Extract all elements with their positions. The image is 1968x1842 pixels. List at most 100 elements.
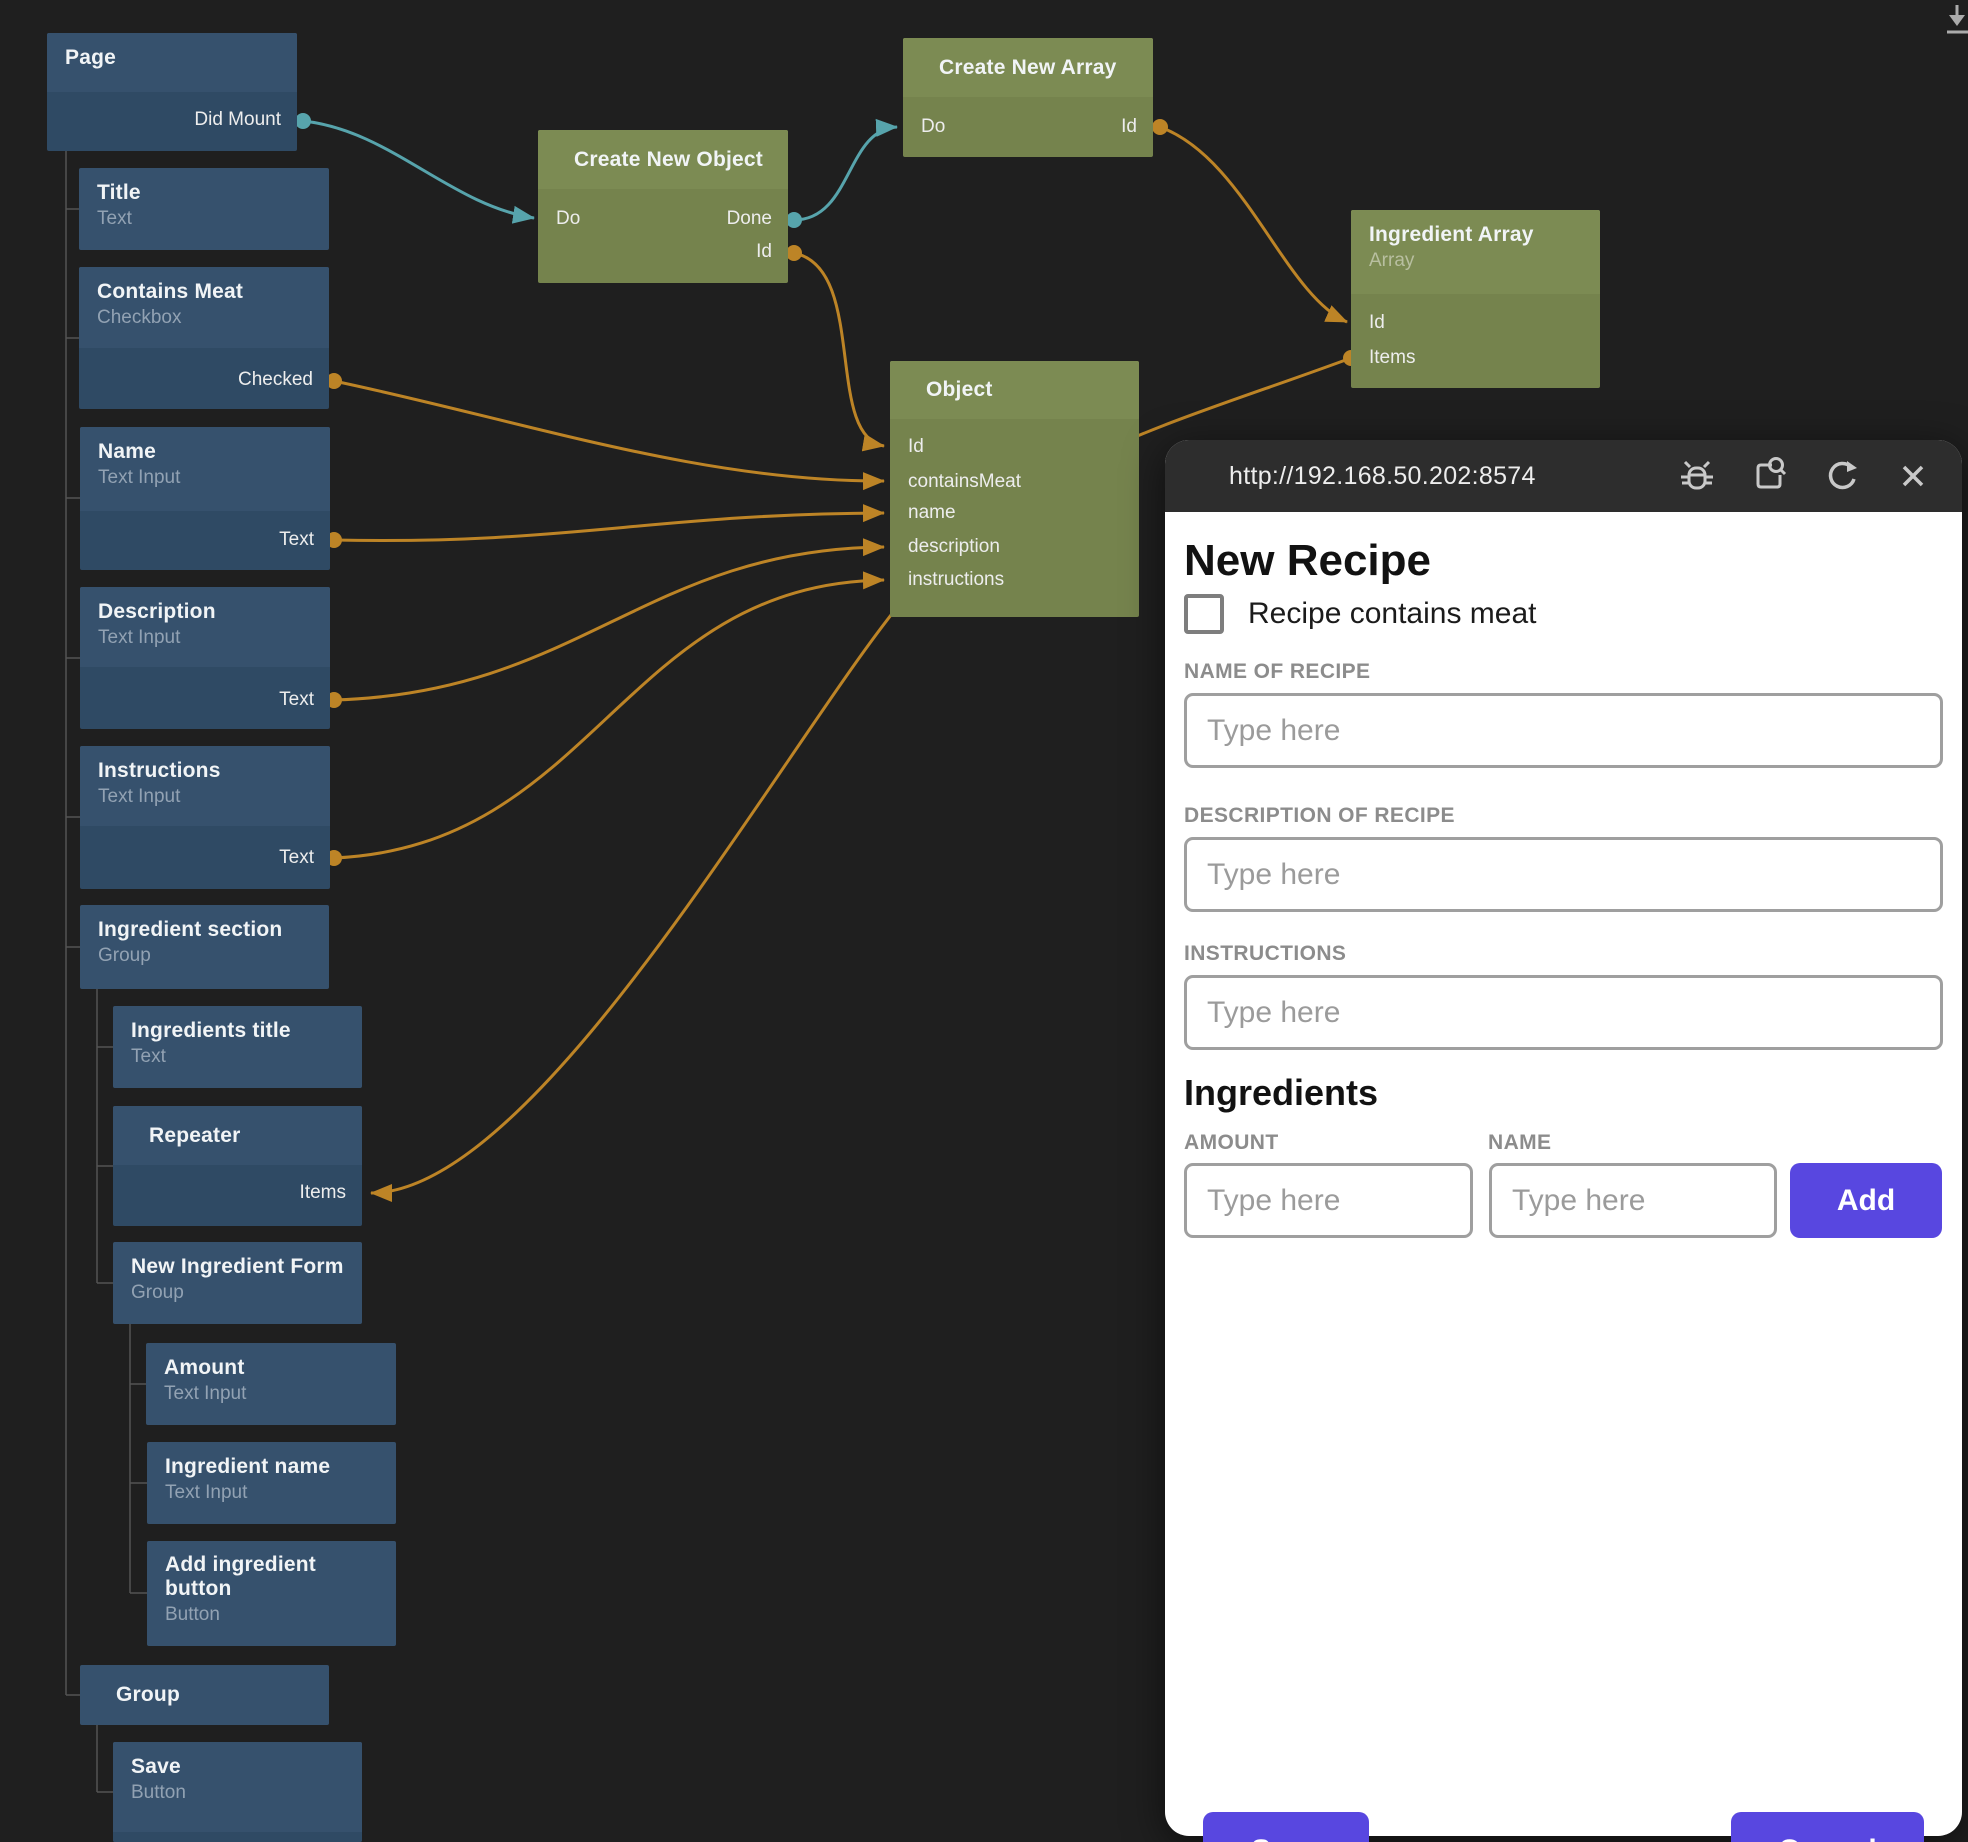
edge-didmount-to-do bbox=[302, 119, 535, 224]
port-items[interactable]: Items bbox=[1369, 347, 1416, 368]
node-contains-meat[interactable]: Contains Meat Checkbox Checked bbox=[79, 267, 329, 409]
browser-header: http://192.168.50.202:8574 bbox=[1165, 440, 1962, 512]
node-title: Ingredients title bbox=[131, 1019, 291, 1042]
ingredient-amount-input[interactable] bbox=[1184, 1163, 1473, 1238]
node-title: Instructions bbox=[98, 759, 221, 782]
node-description-input[interactable]: Description Text Input Text bbox=[80, 587, 330, 729]
edge-nametext-to-name bbox=[333, 504, 885, 543]
node-subtitle: Text Input bbox=[164, 1383, 247, 1404]
port-description[interactable]: description bbox=[908, 536, 1000, 557]
node-title: Name bbox=[98, 440, 156, 463]
node-title: Save bbox=[131, 1755, 181, 1778]
recipe-name-input[interactable] bbox=[1184, 693, 1943, 768]
node-add-ingredient-button[interactable]: Add ingredient button Button bbox=[147, 1541, 396, 1646]
port-name[interactable]: name bbox=[908, 502, 956, 523]
port-items[interactable]: Items bbox=[299, 1182, 346, 1203]
node-title: Ingredient Array bbox=[1369, 223, 1534, 246]
name-of-recipe-label: NAME OF RECIPE bbox=[1184, 660, 1371, 683]
port-id[interactable]: Id bbox=[756, 241, 772, 262]
node-group[interactable]: Group bbox=[80, 1665, 329, 1725]
node-title: Add ingredient button bbox=[165, 1553, 316, 1600]
edge-objectid-to-object bbox=[793, 251, 885, 452]
port-instructions[interactable]: instructions bbox=[908, 569, 1005, 590]
node-ingredient-array[interactable]: Ingredient Array Array Id Items bbox=[1351, 210, 1600, 388]
node-subtitle: Button bbox=[131, 1782, 186, 1803]
recipe-contains-meat-checkbox[interactable] bbox=[1184, 594, 1224, 634]
edge-done-to-do bbox=[793, 118, 898, 222]
node-title: Amount bbox=[164, 1356, 245, 1379]
contains-meat-row: Recipe contains meat bbox=[1184, 594, 1943, 634]
node-title: Ingredient section bbox=[98, 918, 283, 941]
node-create-new-array[interactable]: Create New Array Do Id bbox=[903, 38, 1153, 157]
node-title: Repeater bbox=[149, 1123, 241, 1147]
node-ingredient-name-input[interactable]: Ingredient name Text Input bbox=[147, 1442, 396, 1524]
edge-checked-to-containsmeat bbox=[333, 379, 885, 491]
node-subtitle: Group bbox=[131, 1282, 184, 1303]
node-create-new-object[interactable]: Create New Object Do Done Id bbox=[538, 130, 788, 283]
node-amount-input[interactable]: Amount Text Input bbox=[146, 1343, 396, 1425]
checkbox-label: Recipe contains meat bbox=[1248, 597, 1537, 630]
port-containsmeat[interactable]: containsMeat bbox=[908, 471, 1022, 492]
url-text[interactable]: http://192.168.50.202:8574 bbox=[1229, 461, 1536, 490]
recipe-instructions-input[interactable] bbox=[1184, 975, 1943, 1050]
close-icon[interactable] bbox=[1892, 455, 1934, 497]
port-text[interactable]: Text bbox=[279, 689, 314, 710]
node-name-input[interactable]: Name Text Input Text bbox=[80, 427, 330, 570]
ingredient-name-label: NAME bbox=[1488, 1131, 1552, 1154]
node-subtitle: Array bbox=[1369, 250, 1415, 271]
node-subtitle: Text bbox=[131, 1046, 166, 1067]
port-do[interactable]: Do bbox=[921, 116, 946, 137]
ingredients-heading: Ingredients bbox=[1184, 1072, 1379, 1113]
node-subtitle: Group bbox=[98, 945, 151, 966]
node-subtitle: Checkbox bbox=[97, 307, 182, 328]
node-subtitle: Button bbox=[165, 1604, 220, 1625]
amount-label: AMOUNT bbox=[1184, 1131, 1279, 1154]
port-id[interactable]: Id bbox=[1121, 116, 1137, 137]
node-object[interactable]: Object Id containsMeat name description … bbox=[890, 361, 1139, 617]
port-checked[interactable]: Checked bbox=[238, 369, 313, 390]
node-title: New Ingredient Form bbox=[131, 1255, 344, 1278]
node-title: Description bbox=[98, 600, 216, 623]
cancel-button[interactable]: Cancel bbox=[1731, 1812, 1924, 1842]
download-icon[interactable] bbox=[1947, 5, 1968, 34]
port-text[interactable]: Text bbox=[279, 847, 314, 868]
description-label: DESCRIPTION OF RECIPE bbox=[1184, 804, 1455, 827]
node-subtitle: Text Input bbox=[98, 786, 181, 807]
inspect-icon[interactable] bbox=[1748, 455, 1790, 497]
node-title: Create New Array bbox=[939, 55, 1117, 79]
port-id[interactable]: Id bbox=[1369, 312, 1385, 333]
port-did-mount[interactable]: Did Mount bbox=[194, 109, 281, 130]
port-do[interactable]: Do bbox=[556, 208, 581, 229]
node-ingredients-title[interactable]: Ingredients title Text bbox=[113, 1006, 362, 1088]
save-button[interactable]: Save bbox=[1203, 1812, 1369, 1842]
node-subtitle: Text Input bbox=[165, 1482, 248, 1503]
port-text[interactable]: Text bbox=[279, 529, 314, 550]
preview-page: New Recipe Recipe contains meat NAME OF … bbox=[1184, 512, 1943, 1842]
node-title: Object bbox=[926, 378, 993, 401]
page-title: New Recipe bbox=[1184, 536, 1431, 585]
node-title: Group bbox=[116, 1683, 180, 1706]
edge-instrtext-to-instructions bbox=[333, 571, 885, 860]
node-title: Page bbox=[65, 46, 116, 69]
node-instructions-input[interactable]: Instructions Text Input Text bbox=[80, 746, 330, 889]
node-subtitle: Text Input bbox=[98, 627, 181, 648]
recipe-description-input[interactable] bbox=[1184, 837, 1943, 912]
node-save-button[interactable]: Save Button bbox=[113, 1742, 362, 1842]
add-button[interactable]: Add bbox=[1790, 1163, 1942, 1238]
edge-desctext-to-description bbox=[333, 538, 885, 702]
reload-icon[interactable] bbox=[1820, 455, 1862, 497]
ingredient-name-input[interactable] bbox=[1489, 1163, 1777, 1238]
debug-icon[interactable] bbox=[1676, 455, 1718, 497]
node-title: Title bbox=[97, 181, 141, 204]
node-ingredient-section[interactable]: Ingredient section Group bbox=[80, 905, 329, 989]
node-title: Create New Object bbox=[574, 147, 763, 171]
instructions-label: INSTRUCTIONS bbox=[1184, 942, 1347, 965]
node-subtitle: Text bbox=[97, 208, 132, 229]
node-new-ingredient-form[interactable]: New Ingredient Form Group bbox=[113, 1242, 362, 1324]
node-page[interactable]: Page Did Mount bbox=[47, 33, 297, 151]
port-id[interactable]: Id bbox=[908, 436, 924, 457]
node-title-text[interactable]: Title Text bbox=[79, 168, 329, 250]
port-done[interactable]: Done bbox=[726, 208, 772, 229]
node-repeater[interactable]: Repeater Items bbox=[113, 1106, 362, 1226]
